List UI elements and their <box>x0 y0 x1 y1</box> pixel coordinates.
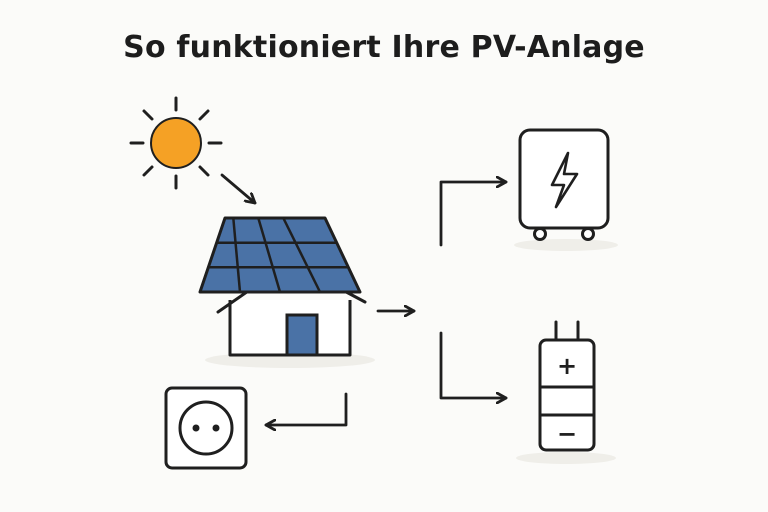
lightning-bolt-icon <box>550 151 579 209</box>
power-socket-icon <box>164 386 248 470</box>
arrow-to-inverter <box>439 182 508 247</box>
arrow-house-to-socket <box>264 392 348 425</box>
solar-panel-array <box>198 216 362 294</box>
sun-icon <box>129 96 223 190</box>
battery-icon: + − <box>516 320 616 464</box>
arrow-to-battery <box>439 331 508 398</box>
arrow-sun-to-house <box>220 173 257 205</box>
door <box>285 313 319 357</box>
battery-minus-sign: − <box>557 420 577 448</box>
house-with-solar-panels-icon <box>198 216 375 368</box>
battery-plus-sign: + <box>557 352 577 380</box>
inverter-icon <box>514 128 618 251</box>
page-title: So funktioniert Ihre PV-Anlage <box>123 30 645 65</box>
